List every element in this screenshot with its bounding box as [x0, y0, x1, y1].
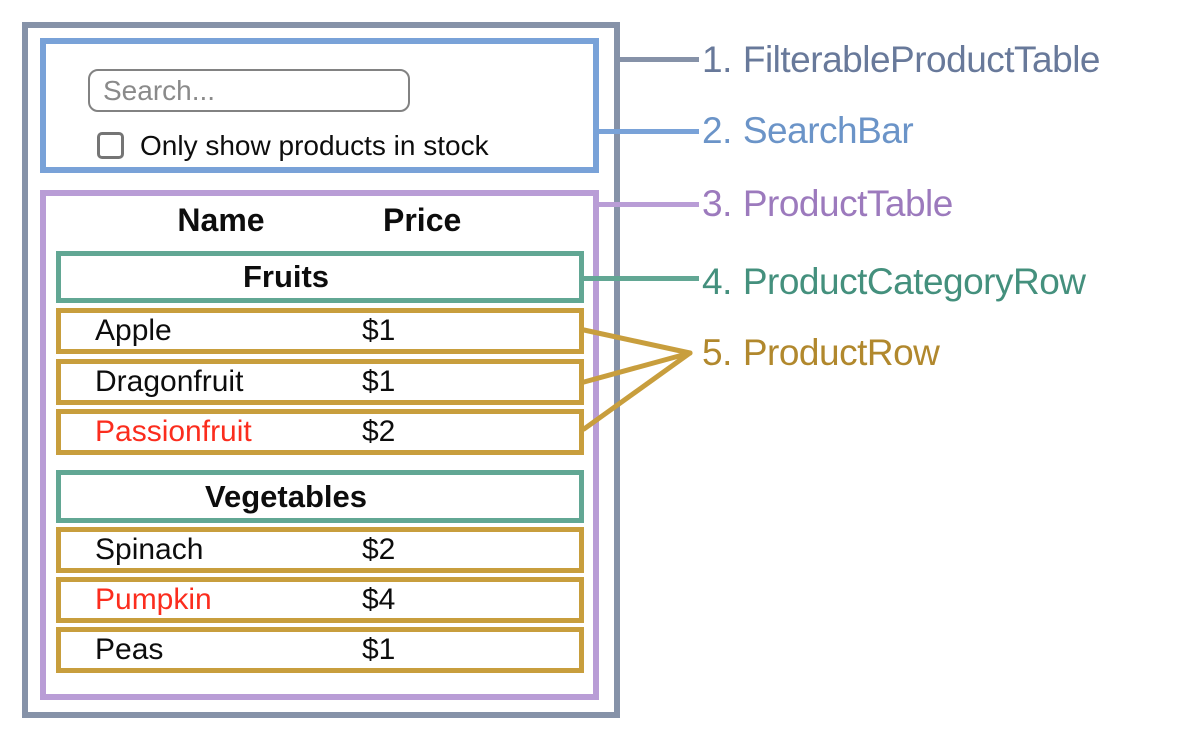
column-header-name: Name: [177, 202, 265, 238]
product-row-passionfruit: Passionfruit $2: [56, 409, 584, 455]
product-category-row-fruits: Fruits: [56, 251, 584, 303]
product-price: $1: [362, 633, 396, 666]
product-price: $1: [362, 314, 396, 347]
legend-search-bar: 2.SearchBar: [702, 108, 914, 154]
legend-name: SearchBar: [742, 110, 914, 151]
product-price: $4: [362, 583, 396, 616]
legend-filterable-product-table: 1.FilterableProductTable: [702, 37, 1101, 83]
connector-lines-product-row: [581, 327, 693, 432]
product-name: Apple: [95, 314, 172, 347]
product-row-spinach: Spinach $2: [56, 527, 584, 573]
legend-index: 4.: [702, 261, 732, 302]
product-row-peas: Peas $1: [56, 627, 584, 673]
legend-index: 3.: [702, 183, 732, 224]
connector-line-product-table: [594, 202, 699, 207]
product-price: $1: [362, 365, 396, 398]
connector-line-search-bar: [594, 129, 699, 134]
in-stock-checkbox[interactable]: [97, 132, 124, 159]
product-name: Peas: [95, 633, 164, 666]
product-row-pumpkin: Pumpkin $4: [56, 577, 584, 623]
legend-name: ProductTable: [742, 183, 953, 224]
legend-index: 5.: [702, 332, 732, 373]
product-name: Dragonfruit: [95, 365, 244, 398]
legend-index: 1.: [702, 39, 732, 80]
legend-product-category-row: 4.ProductCategoryRow: [702, 259, 1086, 305]
product-category-row-vegetables: Vegetables: [56, 470, 584, 523]
legend-name: ProductRow: [742, 332, 940, 373]
product-row-apple: Apple $1: [56, 308, 584, 354]
product-price: $2: [362, 533, 396, 566]
legend-index: 2.: [702, 110, 732, 151]
product-name: Passionfruit: [95, 415, 252, 448]
search-input[interactable]: [88, 69, 410, 112]
connector-line-filterable-product-table: [617, 57, 699, 62]
legend-name: FilterableProductTable: [742, 39, 1101, 80]
column-header-price: Price: [383, 202, 462, 238]
product-row-dragonfruit: Dragonfruit $1: [56, 359, 584, 405]
legend-name: ProductCategoryRow: [742, 261, 1086, 302]
product-price: $2: [362, 415, 396, 448]
product-name: Pumpkin: [95, 583, 212, 616]
legend-product-table: 3.ProductTable: [702, 181, 953, 227]
connector-line-product-category-row: [579, 276, 699, 281]
in-stock-checkbox-label: Only show products in stock: [140, 130, 489, 161]
product-name: Spinach: [95, 533, 204, 566]
legend-product-row: 5.ProductRow: [702, 330, 940, 376]
